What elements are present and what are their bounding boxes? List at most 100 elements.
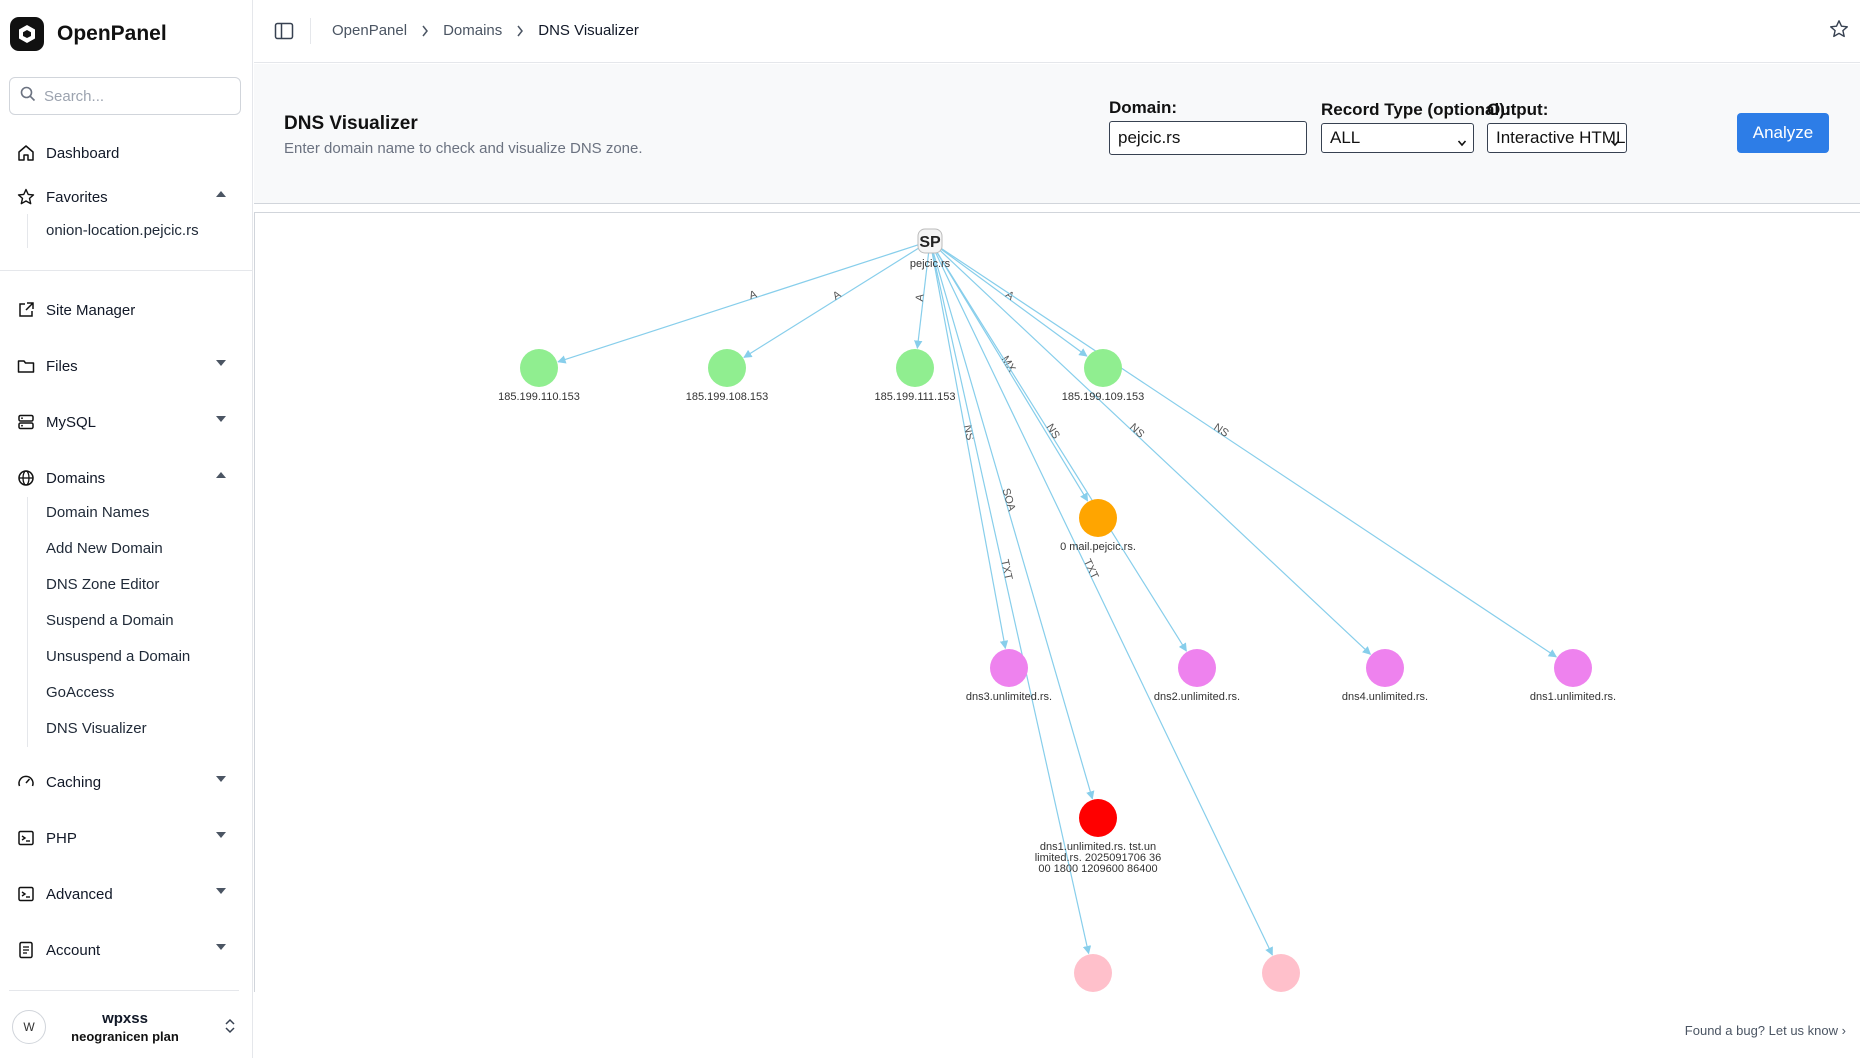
star-icon	[16, 187, 36, 207]
edge-soa	[932, 252, 1095, 800]
terminal-icon	[16, 884, 36, 904]
node-ns4	[1366, 649, 1404, 687]
page-title: DNS Visualizer	[284, 113, 418, 134]
edge-label-ns1: NS	[1211, 421, 1230, 439]
chevron-down-icon	[216, 832, 226, 838]
sidebar-subitem-dns-zone-editor[interactable]: DNS Zone Editor	[46, 576, 160, 593]
breadcrumb-current: DNS Visualizer	[538, 22, 639, 39]
edge-label-ns2: NS	[1044, 422, 1062, 441]
sidebar-subitem-add-new-domain[interactable]: Add New Domain	[46, 540, 163, 557]
sidebar-item-favorites[interactable]: Favorites	[16, 182, 238, 212]
node-label-mx: 0 mail.pejcic.rs.	[1060, 541, 1136, 553]
chevron-down-icon	[216, 888, 226, 894]
node-label-ns4: dns4.unlimited.rs.	[1342, 691, 1428, 703]
edge-txt2	[934, 251, 1273, 956]
node-soa	[1079, 799, 1117, 837]
dns-visualizer-header: DNS Visualizer Enter domain name to chec…	[254, 64, 1860, 204]
node-mx	[1079, 499, 1117, 537]
node-ns1	[1554, 649, 1592, 687]
output-select[interactable]: Interactive HTML	[1487, 123, 1627, 153]
node-label-soa: dns1.unlimited.rs. tst.un	[1040, 841, 1156, 853]
chevron-right-icon	[516, 25, 524, 37]
sidebar-subitem-unsuspend-domain[interactable]: Unsuspend a Domain	[46, 648, 191, 665]
node-a1	[520, 349, 558, 387]
page-description: Enter domain name to check and visualize…	[284, 140, 643, 157]
sidebar-item-label: MySQL	[46, 413, 97, 431]
edge-label-txt1: TXT	[998, 558, 1014, 581]
edge-a3	[914, 252, 930, 349]
breadcrumb-domains[interactable]: Domains	[443, 22, 503, 39]
node-label-soa: limited.rs. 2025091706 36	[1035, 852, 1162, 864]
root-node	[917, 228, 943, 254]
document-icon	[16, 940, 36, 960]
edge-a1	[557, 244, 919, 364]
openpanel-logo-icon	[10, 17, 44, 51]
favorite-item[interactable]: onion-location.pejcic.rs	[46, 222, 199, 239]
user-info: wpxss neogranicen plan	[60, 1010, 190, 1044]
search-box[interactable]	[9, 77, 241, 115]
chevron-updown-icon	[224, 1017, 236, 1039]
sidebar-subitem-domain-names[interactable]: Domain Names	[46, 504, 150, 521]
node-label-a4: 185.199.109.153	[1062, 391, 1145, 403]
globe-icon	[16, 468, 36, 488]
node-a4	[1084, 349, 1122, 387]
output-label: Output:	[1487, 100, 1549, 119]
sidebar-item-mysql[interactable]: MySQL	[16, 407, 238, 437]
edge-label-ns4: NS	[1127, 421, 1146, 440]
node-label-soa: 00 1800 1209600 86400	[1038, 863, 1157, 875]
edge-label-mx: MX	[999, 354, 1018, 375]
user-menu[interactable]: W wpxss neogranicen plan	[12, 1007, 242, 1047]
topbar-separator	[310, 18, 311, 44]
sidebar-item-dashboard[interactable]: Dashboard	[16, 138, 238, 168]
sidebar-item-label: Favorites	[46, 188, 108, 206]
sidebar-item-caching[interactable]: Caching	[16, 767, 238, 797]
favorite-star-icon[interactable]	[1829, 19, 1849, 43]
edge-ns4	[938, 248, 1372, 655]
sidebar-item-account[interactable]: Account	[16, 935, 238, 965]
favorites-sublist-line	[27, 214, 28, 248]
sidebar-item-php[interactable]: PHP	[16, 823, 238, 853]
sidebar-item-domains[interactable]: Domains	[16, 463, 238, 493]
search-input[interactable]	[44, 87, 224, 105]
chevron-up-icon	[216, 472, 226, 478]
edge-ns2	[935, 250, 1187, 652]
sidebar-item-label: Dashboard	[46, 144, 120, 162]
analyze-button[interactable]: Analyze	[1737, 113, 1829, 153]
node-label-a2: 185.199.108.153	[686, 391, 769, 403]
node-txt2	[1262, 954, 1300, 992]
domains-sublist-line	[27, 497, 28, 747]
record-type-select[interactable]: ALL	[1321, 123, 1474, 153]
chevron-down-icon	[1457, 133, 1467, 153]
breadcrumb-openpanel[interactable]: OpenPanel	[332, 22, 408, 39]
record-type-label: Record Type (optional):	[1321, 100, 1511, 119]
sidebar-item-site-manager[interactable]: Site Manager	[16, 295, 238, 325]
sidebar-item-advanced[interactable]: Advanced	[16, 879, 238, 909]
bug-report-link[interactable]: Found a bug? Let us know ›	[1685, 1023, 1846, 1038]
sidebar-divider	[9, 990, 239, 991]
search-icon	[20, 86, 36, 106]
database-icon	[16, 412, 36, 432]
sidebar-item-files[interactable]: Files	[16, 351, 238, 381]
brand[interactable]: OpenPanel	[10, 16, 167, 52]
sidebar-divider	[0, 270, 253, 271]
sidebar-subitem-suspend-domain[interactable]: Suspend a Domain	[46, 612, 174, 629]
sidebar-item-label: Site Manager	[46, 301, 136, 319]
edge-ns3	[931, 252, 1009, 650]
domain-input[interactable]	[1109, 121, 1307, 155]
sidebar-item-label: PHP	[46, 829, 77, 847]
sidebar-subitem-goaccess[interactable]: GoAccess	[46, 684, 115, 701]
chevron-down-icon	[216, 360, 226, 366]
sidebar-toggle-icon[interactable]	[274, 22, 294, 40]
chevron-up-icon	[216, 191, 226, 197]
edge-ns1	[939, 247, 1558, 658]
root-badge: SP	[919, 234, 941, 251]
domain-label: Domain:	[1109, 98, 1177, 117]
node-label-a3: 185.199.111.153	[875, 391, 956, 403]
chevron-down-icon	[1610, 133, 1620, 153]
edge-a2	[743, 246, 921, 358]
node-label-ns2: dns2.unlimited.rs.	[1154, 691, 1240, 703]
node-txt1	[1074, 954, 1112, 992]
sidebar-subitem-dns-visualizer[interactable]: DNS Visualizer	[46, 720, 147, 737]
